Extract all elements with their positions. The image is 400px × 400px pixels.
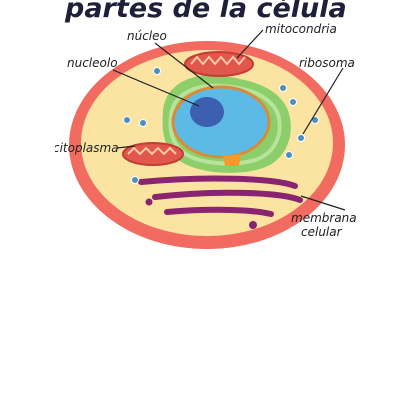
label-nucleo: núcleo [127, 29, 167, 43]
mitochondrion-top [184, 51, 254, 77]
label-nucleolo: nucleolo [67, 56, 118, 70]
label-citoplasma: citoplasma [55, 141, 119, 155]
er-fold [168, 83, 282, 166]
label-membrana-line1: membrana [291, 211, 357, 225]
leader-lines [112, 29, 346, 211]
centrosome [223, 154, 241, 166]
label-ribosoma: ribosoma [299, 56, 355, 70]
ribosomes [123, 67, 319, 184]
label-membrana-line2: celular [301, 225, 343, 239]
cell-diagram: partes de la célula [53, 0, 367, 258]
label-mitocondria: mitocondria [265, 22, 337, 36]
nucleolus [190, 97, 224, 127]
nucleus [171, 85, 271, 159]
golgi-apparatus [138, 175, 303, 229]
cell-illustration: partes de la célula [53, 0, 357, 249]
diagram-title: partes de la célula [64, 0, 347, 24]
mitochondrion-left [122, 142, 184, 166]
